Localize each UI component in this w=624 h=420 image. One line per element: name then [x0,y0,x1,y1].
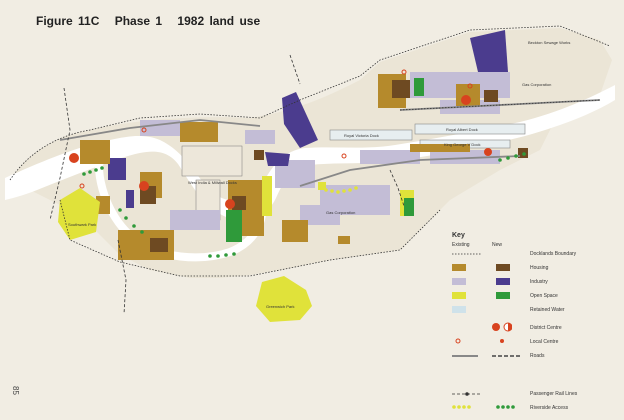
housing-existing-swatch [452,264,466,271]
label-gas-corp-south: Gas Corporation [326,210,355,215]
legend-title: Key [452,232,465,239]
rail-icon [452,392,482,396]
figure-number: Figure 11C [36,14,100,28]
label-beckton: Beckton Sewage Works [528,40,570,45]
boundary-swatch [452,253,482,255]
figure-subject: 1982 land use [177,14,261,28]
legend-existing-header: Existing [452,242,470,248]
label-greenwich-park: Greenwich Park [266,304,294,309]
label-royal-victoria: Royal Victoria Dock [344,133,379,138]
open-space-new-areas [226,78,424,242]
housing-new-swatch [496,264,510,271]
legend-label: Passenger Rail Lines [530,391,578,397]
legend-row-industry: Industry [452,278,622,288]
legend-new-header: New [492,242,503,248]
legend-row-open-space: Open Space [452,292,622,302]
legend-label: Industry [530,279,548,285]
figure-phase: Phase 1 [114,14,163,28]
riverside-icon [452,405,515,409]
riverside-access [263,178,358,206]
label-royal-albert: Royal Albert Dock [446,127,478,132]
legend-row-local-centre: Local Centre [452,338,622,348]
legend-label: Docklands Boundary [530,251,577,257]
label-gas-corp-north: Gas Corporation [522,82,551,87]
industry-new-swatch [496,278,510,285]
river-thames [5,85,615,221]
southwark-park-area [58,188,100,240]
industry-existing-swatch [452,278,466,285]
open-space-existing-swatch [452,292,466,299]
royal-albert-dock [414,123,526,135]
label-west-india: West India & Millwall Docks [188,180,237,185]
place-labels: Beckton Sewage Works Gas Corporation Roy… [68,40,570,309]
open-space-new-swatch [496,292,510,299]
legend-label: Local Centre [530,339,559,345]
local-centre-icon [455,338,504,344]
roads-icon [452,355,520,357]
royal-victoria-dock [329,129,413,141]
page-number: 85 [11,386,20,395]
legend-label: District Centre [530,325,562,331]
industry-new-areas [108,30,508,208]
west-india-dock [181,145,243,177]
passenger-rail-lines [49,54,405,315]
legend-row-district-centre: District Centre [452,322,622,334]
district-centres [69,95,492,209]
legend-label: Roads [530,353,545,359]
greenwich-park-area [256,276,312,322]
legend-label: Open Space [530,293,558,299]
district-centre-icon [492,322,512,332]
legend-row-housing: Housing [452,264,622,274]
water-swatch [452,306,466,313]
legend-label: Riverside Access [530,405,569,411]
label-southwark-park: Southwark Park [68,222,96,227]
riverside-access-new [82,152,526,258]
legend-label: Retained Water [530,307,565,313]
local-centres [79,69,473,189]
legend-row-rail: Passenger Rail Lines [452,390,622,400]
legend-label: Housing [530,265,549,271]
figure-title: Figure 11C Phase 1 1982 land use [36,14,270,28]
docklands-boundary [9,25,611,277]
legend-row-water: Retained Water [452,306,622,316]
legend-row-riverside: Riverside Access [452,404,622,414]
legend-row-roads: Roads [452,352,622,362]
legend-row-boundary: Docklands Boundary [452,250,622,260]
label-king-george: King George V Dock [444,142,480,147]
